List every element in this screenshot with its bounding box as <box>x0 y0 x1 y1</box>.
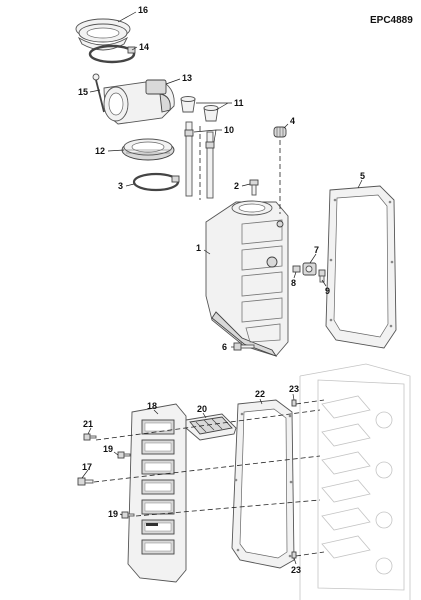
callout-2: 2 <box>234 181 239 191</box>
part-17-bolt <box>77 477 94 486</box>
callout-20: 20 <box>197 404 207 414</box>
callout-3: 3 <box>118 181 123 191</box>
callout-18: 18 <box>147 401 157 411</box>
callout-11: 11 <box>234 98 244 108</box>
callout-14: 14 <box>139 42 149 52</box>
leader-lines <box>81 11 363 565</box>
part-2-screw <box>249 179 259 196</box>
part-18-reed-plate <box>127 403 187 583</box>
callout-12: 12 <box>95 146 105 156</box>
callout-8: 8 <box>291 278 296 288</box>
part-23-dowel-upper <box>291 399 297 407</box>
callout-21: 21 <box>83 419 93 429</box>
part-10-studs <box>184 121 215 199</box>
callout-1: 1 <box>196 243 201 253</box>
callout-23-lower: 23 <box>291 565 301 575</box>
callout-9: 9 <box>325 286 330 296</box>
callout-22: 22 <box>255 389 265 399</box>
part-21-screw <box>83 433 97 441</box>
callout-7: 7 <box>314 245 319 255</box>
part-16-intake-boot <box>75 18 131 51</box>
callout-17: 17 <box>82 462 92 472</box>
part-14-clamp <box>88 44 136 64</box>
callout-10: 10 <box>224 125 234 135</box>
part-1-intake-plenum <box>205 200 289 357</box>
callout-19-lower: 19 <box>108 509 118 519</box>
diagram-reference-code: EPC4889 <box>370 15 413 26</box>
callout-5: 5 <box>360 171 365 181</box>
part-4-grommet <box>273 126 287 138</box>
part-9-screw <box>318 269 326 283</box>
part-3-clamp <box>132 172 180 192</box>
ghost-engine-block <box>299 363 411 600</box>
callout-15: 15 <box>78 87 88 97</box>
part-15-link-rod <box>92 73 105 113</box>
callout-23-upper: 23 <box>289 384 299 394</box>
part-8-screw <box>292 265 301 273</box>
callout-4: 4 <box>290 116 295 126</box>
part-12-coupler <box>121 138 175 161</box>
callout-16: 16 <box>138 5 148 15</box>
callout-6: 6 <box>222 342 227 352</box>
assembly-lines <box>93 126 325 557</box>
part-19-screw-upper <box>117 451 131 459</box>
part-13-throttle-body <box>103 79 175 125</box>
part-7-sensor <box>302 262 317 276</box>
part-6-bolt <box>233 342 255 351</box>
part-11-spacers <box>180 96 219 122</box>
part-23-dowel-lower <box>291 551 297 559</box>
callout-19-upper: 19 <box>103 444 113 454</box>
callout-13: 13 <box>182 73 192 83</box>
part-22-gasket <box>231 399 295 569</box>
part-5-gasket <box>325 185 397 349</box>
callout-labels: 16 14 15 13 11 10 12 4 3 2 5 1 7 8 9 6 2… <box>78 5 365 575</box>
